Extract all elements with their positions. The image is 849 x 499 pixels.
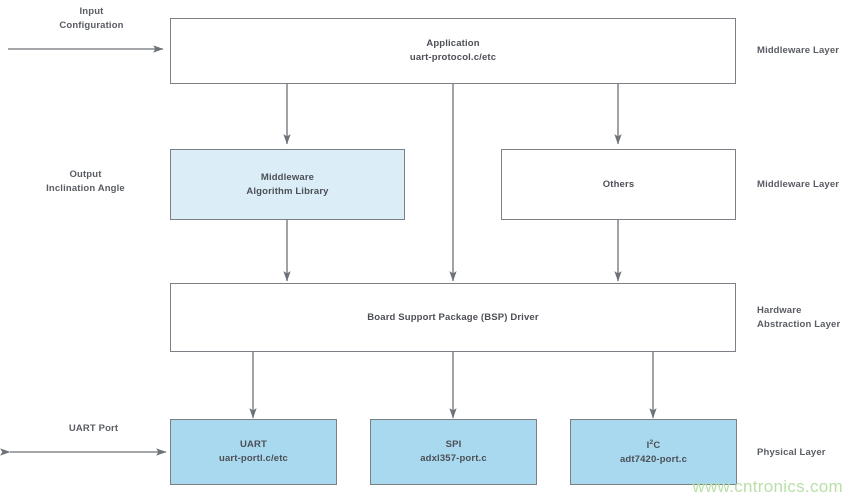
block-others-title: Others	[602, 178, 635, 190]
label-uart-port: UART Port	[68, 423, 119, 434]
label-input-configuration: Input Configuration	[59, 6, 124, 32]
block-i2c-title: I2C	[647, 438, 661, 453]
block-others[interactable]: Others	[501, 149, 736, 220]
block-spi-subtitle: adxl357-port.c	[420, 453, 487, 464]
layer-label-physical: Physical Layer	[757, 447, 826, 458]
block-middleware-algorithm-library[interactable]: Middleware Algorithm Library	[170, 149, 405, 220]
block-i2c-title-post: C	[653, 439, 661, 451]
block-application-subtitle: uart-protocol.c/etc	[409, 52, 497, 63]
block-i2c-title-superscript: 2	[649, 438, 654, 446]
block-application-title: Application	[426, 38, 480, 50]
block-bsp-driver[interactable]: Board Support Package (BSP) Driver	[170, 283, 736, 352]
block-i2c-title-pre: I	[646, 439, 650, 451]
layer-label-middleware-top: Middleware Layer	[757, 45, 840, 56]
label-output-inclination-angle: Output Inclination Angle	[46, 169, 125, 195]
block-spi-title: SPI	[445, 439, 462, 451]
block-application[interactable]: Application uart-protocol.c/etc	[170, 18, 736, 84]
block-middleware-title: Middleware	[260, 171, 315, 183]
watermark: www.cntronics.com	[692, 477, 843, 496]
layer-label-hardware-abstraction: Hardware Abstraction Layer	[757, 305, 841, 331]
block-middleware-subtitle: Algorithm Library	[246, 185, 329, 197]
block-uart[interactable]: UART uart-portl.c/etc	[170, 419, 337, 485]
block-bsp-title: Board Support Package (BSP) Driver	[367, 311, 539, 323]
block-i2c-subtitle: adt7420-port.c	[619, 453, 688, 465]
block-spi[interactable]: SPI adxl357-port.c	[370, 419, 537, 485]
block-uart-subtitle: uart-portl.c/etc	[219, 453, 288, 464]
layer-label-middleware-middle: Middleware Layer	[757, 179, 840, 190]
block-i2c[interactable]: I2C adt7420-port.c	[570, 419, 737, 485]
block-uart-title: UART	[240, 439, 267, 451]
